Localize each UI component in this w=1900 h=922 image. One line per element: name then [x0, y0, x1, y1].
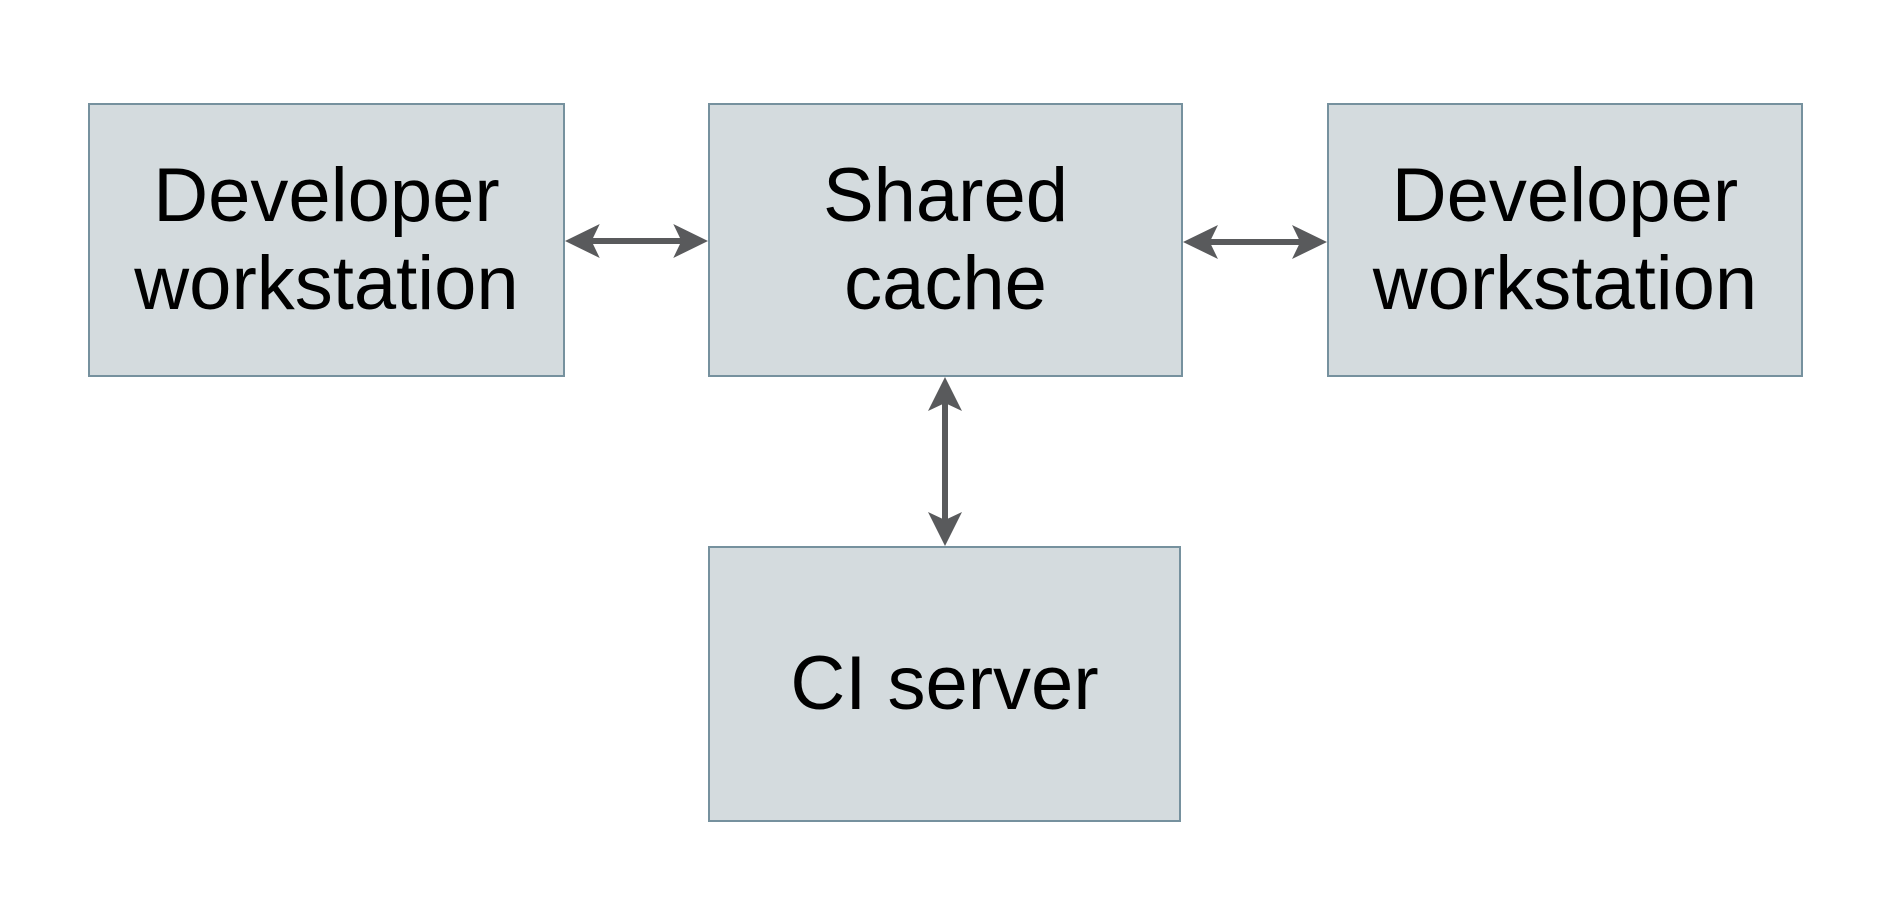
node-developer-workstation-right-label: Developer workstation	[1372, 153, 1758, 326]
bidirectional-arrow-icon-devleft-cache	[565, 224, 708, 258]
node-developer-workstation-left-label: Developer workstation	[134, 153, 519, 326]
node-shared-cache: Shared cache	[708, 103, 1183, 377]
bidirectional-arrow-icon-cache-devright	[1183, 225, 1327, 259]
bidirectional-arrow-icon-cache-ci	[928, 377, 962, 546]
node-ci-server: CI server	[708, 546, 1181, 822]
node-shared-cache-label: Shared cache	[822, 153, 1069, 326]
node-developer-workstation-left: Developer workstation	[88, 103, 565, 377]
node-ci-server-label: CI server	[790, 641, 1099, 726]
node-developer-workstation-right: Developer workstation	[1327, 103, 1803, 377]
